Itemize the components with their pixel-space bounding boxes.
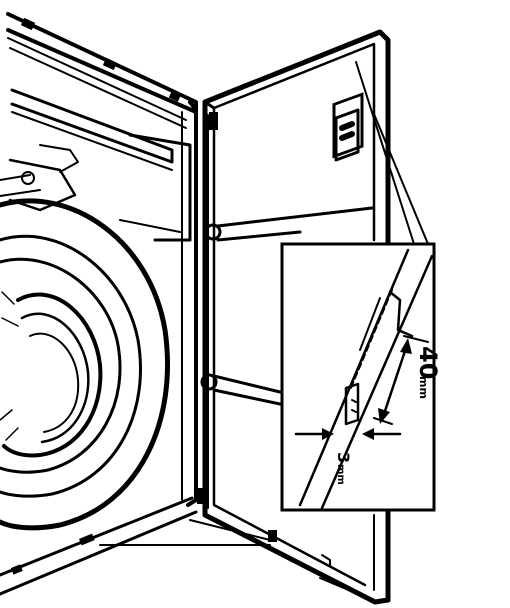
arrow-up-icon: [400, 338, 412, 354]
detail-callout-box: [280, 242, 436, 512]
depth-label-group: 40 mm: [414, 346, 442, 399]
depth-value-label: 40: [414, 346, 442, 379]
gap-value-label: 3: [334, 452, 353, 463]
gap-label-group: 3 mm: [334, 452, 353, 485]
appliance-drum: [0, 198, 170, 531]
depth-unit-label: mm: [417, 376, 430, 399]
depth-dimension-line: [382, 346, 408, 416]
appliance-frame: [0, 12, 271, 596]
gap-unit-label: mm: [335, 464, 346, 485]
door-panel: [197, 29, 391, 605]
callout-leader-lines: [355, 61, 429, 245]
